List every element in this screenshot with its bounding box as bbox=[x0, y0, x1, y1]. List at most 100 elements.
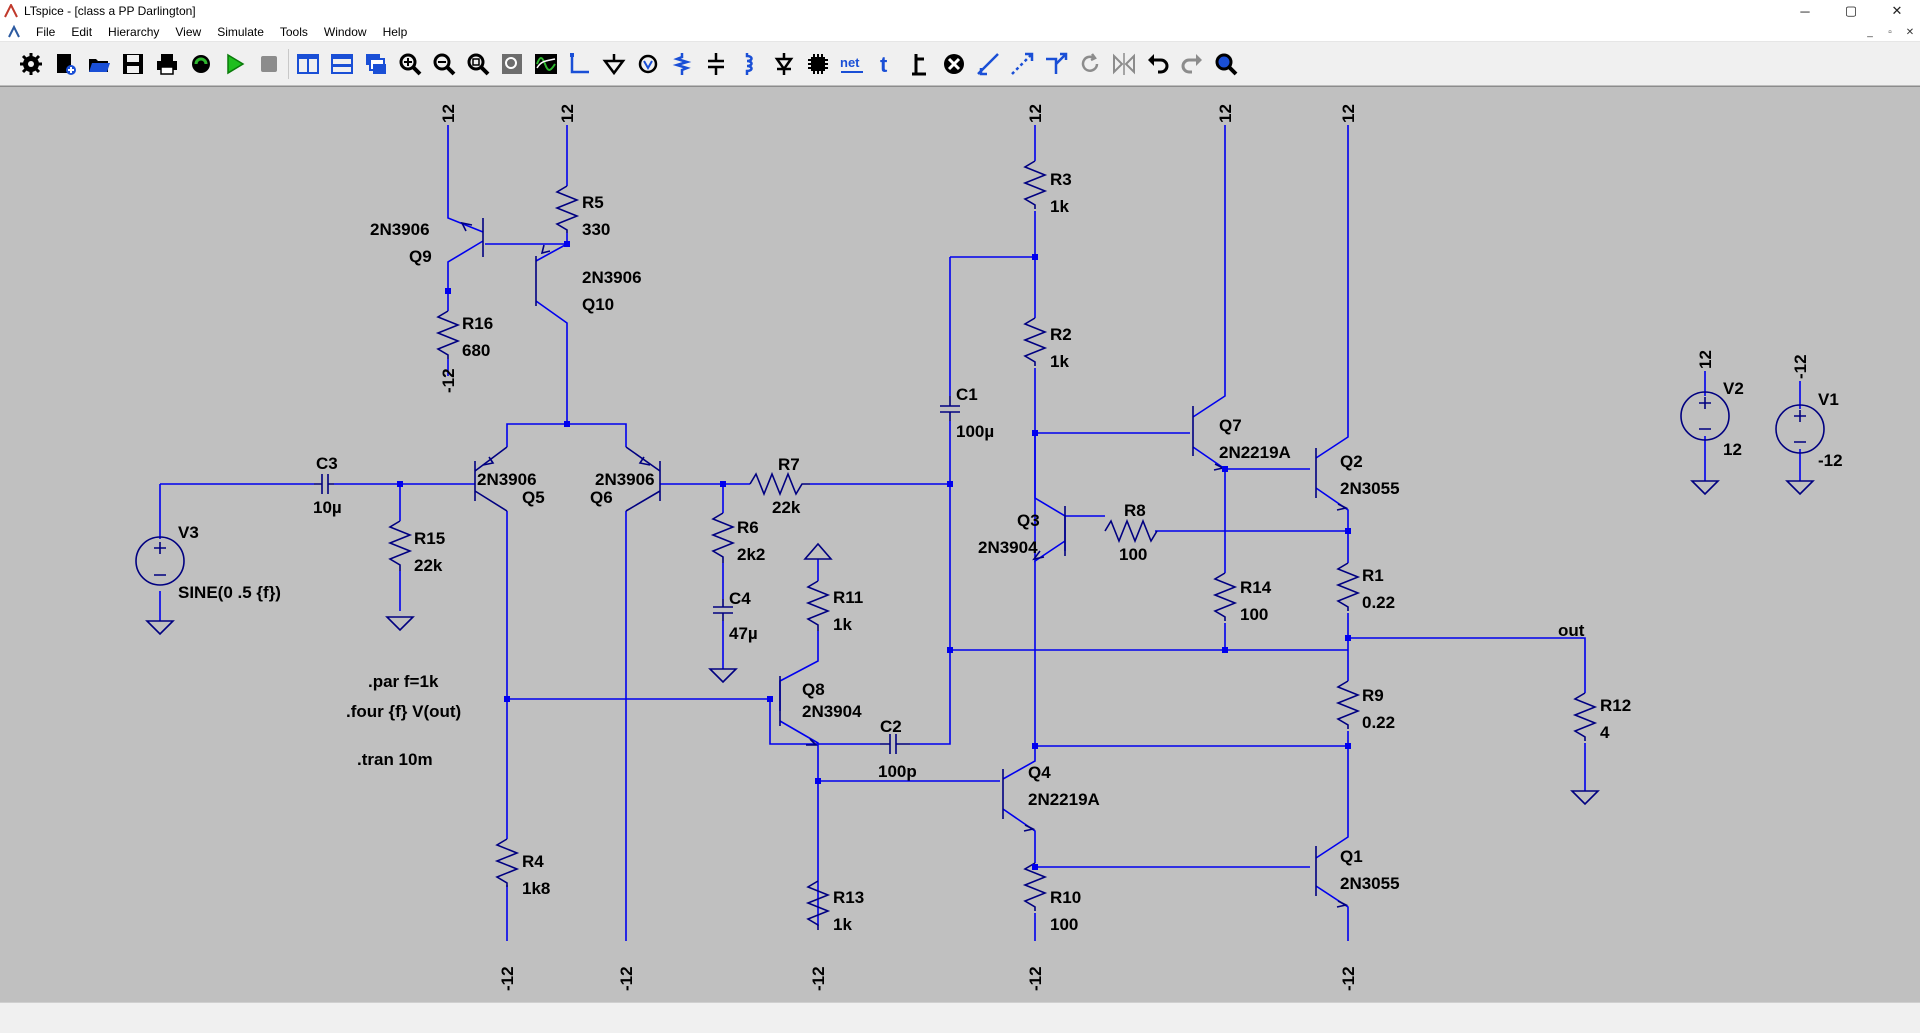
v3-source bbox=[135, 536, 185, 586]
settings-button[interactable] bbox=[14, 47, 48, 81]
menu-window[interactable]: Window bbox=[323, 24, 367, 39]
menu-tools[interactable]: Tools bbox=[279, 24, 308, 39]
resistor-button[interactable] bbox=[665, 47, 699, 81]
schematic-doc-icon[interactable] bbox=[6, 24, 22, 40]
capacitor-button[interactable] bbox=[699, 47, 733, 81]
r16-name: R16 bbox=[462, 314, 493, 333]
minimize-button[interactable]: ─ bbox=[1800, 3, 1810, 19]
menu-edit[interactable]: Edit bbox=[71, 24, 93, 39]
text-button[interactable]: t bbox=[869, 47, 903, 81]
q4-arrow bbox=[1023, 824, 1036, 832]
run-button[interactable] bbox=[218, 47, 252, 81]
waveform-button[interactable] bbox=[529, 47, 563, 81]
drag-button[interactable] bbox=[1039, 47, 1073, 81]
control-panel-button[interactable] bbox=[184, 47, 218, 81]
mirror-icon bbox=[1113, 52, 1135, 75]
tile-vertical-button[interactable] bbox=[291, 47, 325, 81]
component-button[interactable] bbox=[801, 47, 835, 81]
print-button[interactable] bbox=[150, 47, 184, 81]
r6-value: 2k2 bbox=[737, 545, 765, 564]
r8-name: R8 bbox=[1124, 501, 1146, 520]
open-button[interactable] bbox=[82, 47, 116, 81]
tile-horizontal-button[interactable] bbox=[325, 47, 359, 81]
run-icon bbox=[227, 53, 245, 74]
status-bar bbox=[0, 1002, 1920, 1033]
c2-name: C2 bbox=[880, 717, 902, 736]
zoom-fit-button[interactable] bbox=[461, 47, 495, 81]
zoom-in-button[interactable] bbox=[393, 47, 427, 81]
move-button[interactable] bbox=[1005, 47, 1039, 81]
delete-button[interactable] bbox=[937, 47, 971, 81]
close-button[interactable]: ✕ bbox=[1891, 3, 1903, 18]
schematic-canvas[interactable]: 12 12 12 12 12 12 -12 -12 -12 -12 -12 -1… bbox=[0, 86, 1920, 1002]
ground-button[interactable] bbox=[597, 47, 631, 81]
c1-name: C1 bbox=[956, 385, 978, 404]
cascade-button[interactable] bbox=[359, 47, 393, 81]
menu-simulate[interactable]: Simulate bbox=[217, 24, 264, 39]
label-button[interactable] bbox=[631, 47, 665, 81]
r10-resistor bbox=[1022, 862, 1048, 911]
r3-name: R3 bbox=[1050, 170, 1072, 189]
maximize-button[interactable]: ▢ bbox=[1844, 3, 1858, 18]
resistor-icon bbox=[672, 52, 692, 75]
net-name-button[interactable]: net bbox=[835, 47, 869, 81]
redo-icon bbox=[1181, 53, 1202, 73]
q1-name: Q1 bbox=[1340, 847, 1363, 866]
inductor-button[interactable] bbox=[733, 47, 767, 81]
q2-name: Q2 bbox=[1340, 452, 1363, 471]
menu-view[interactable]: View bbox=[175, 24, 202, 39]
r4-resistor bbox=[494, 838, 520, 887]
redo-button[interactable] bbox=[1175, 47, 1209, 81]
find-button[interactable] bbox=[1209, 47, 1243, 81]
ltspice-app-icon bbox=[4, 4, 18, 18]
r6-name: R6 bbox=[737, 518, 759, 537]
net-name-icon: net bbox=[840, 55, 863, 73]
mirror-button[interactable] bbox=[1107, 47, 1141, 81]
q9-arrow bbox=[460, 221, 473, 232]
new-schematic-icon bbox=[57, 53, 76, 75]
menu-hierarchy[interactable]: Hierarchy bbox=[108, 24, 160, 39]
diode-button[interactable] bbox=[767, 47, 801, 81]
zoom-area-button[interactable] bbox=[495, 47, 529, 81]
duplicate-icon bbox=[977, 52, 999, 75]
r11-value: 1k bbox=[833, 615, 852, 634]
directive-tran[interactable]: .tran 10m bbox=[357, 750, 433, 769]
r2-value: 1k bbox=[1050, 352, 1069, 371]
schematic-drawing[interactable]: 12 12 12 12 12 12 -12 -12 -12 -12 -12 -1… bbox=[0, 87, 1920, 1003]
r5-value: 330 bbox=[582, 220, 610, 239]
c4-name: C4 bbox=[729, 589, 751, 608]
mdi-close-button[interactable]: ✕ bbox=[1905, 26, 1915, 38]
v2-source bbox=[1680, 391, 1730, 441]
zoom-out-button[interactable] bbox=[427, 47, 461, 81]
undo-button[interactable] bbox=[1141, 47, 1175, 81]
zoom-in-icon bbox=[399, 53, 422, 75]
tile-vertical-icon bbox=[297, 53, 319, 74]
r15-resistor bbox=[387, 520, 413, 571]
spice-directive-button[interactable] bbox=[903, 47, 937, 81]
c3-value: 10µ bbox=[313, 498, 342, 517]
halt-button[interactable] bbox=[252, 47, 286, 81]
save-button[interactable] bbox=[116, 47, 150, 81]
r2-name: R2 bbox=[1050, 325, 1072, 344]
rotate-button[interactable] bbox=[1073, 47, 1107, 81]
directive-four[interactable]: .four {f} V(out) bbox=[346, 702, 461, 721]
r7-name: R7 bbox=[778, 455, 800, 474]
q1-arrow bbox=[1336, 900, 1349, 908]
mdi-restore-button[interactable]: ▫ bbox=[1888, 26, 1892, 38]
q8-name: Q8 bbox=[802, 680, 825, 699]
menu-file[interactable]: File bbox=[36, 24, 56, 39]
menu-help[interactable]: Help bbox=[382, 24, 408, 39]
wire-button[interactable] bbox=[563, 47, 597, 81]
r14-name: R14 bbox=[1240, 578, 1272, 597]
new-schematic-button[interactable] bbox=[48, 47, 82, 81]
text-icon: t bbox=[880, 52, 888, 77]
v2-value: 12 bbox=[1723, 440, 1742, 459]
gear-icon bbox=[20, 52, 42, 75]
r3-resistor bbox=[1022, 160, 1048, 209]
diode-icon bbox=[774, 52, 794, 75]
duplicate-button[interactable] bbox=[971, 47, 1005, 81]
spice-directives: .par f=1k .four {f} V(out) .tran 10m bbox=[346, 672, 461, 769]
directive-par[interactable]: .par f=1k bbox=[368, 672, 439, 691]
mdi-minimize-button[interactable]: _ bbox=[1867, 26, 1873, 38]
mdi-controls: _ ▫ ✕ bbox=[1860, 22, 1920, 42]
